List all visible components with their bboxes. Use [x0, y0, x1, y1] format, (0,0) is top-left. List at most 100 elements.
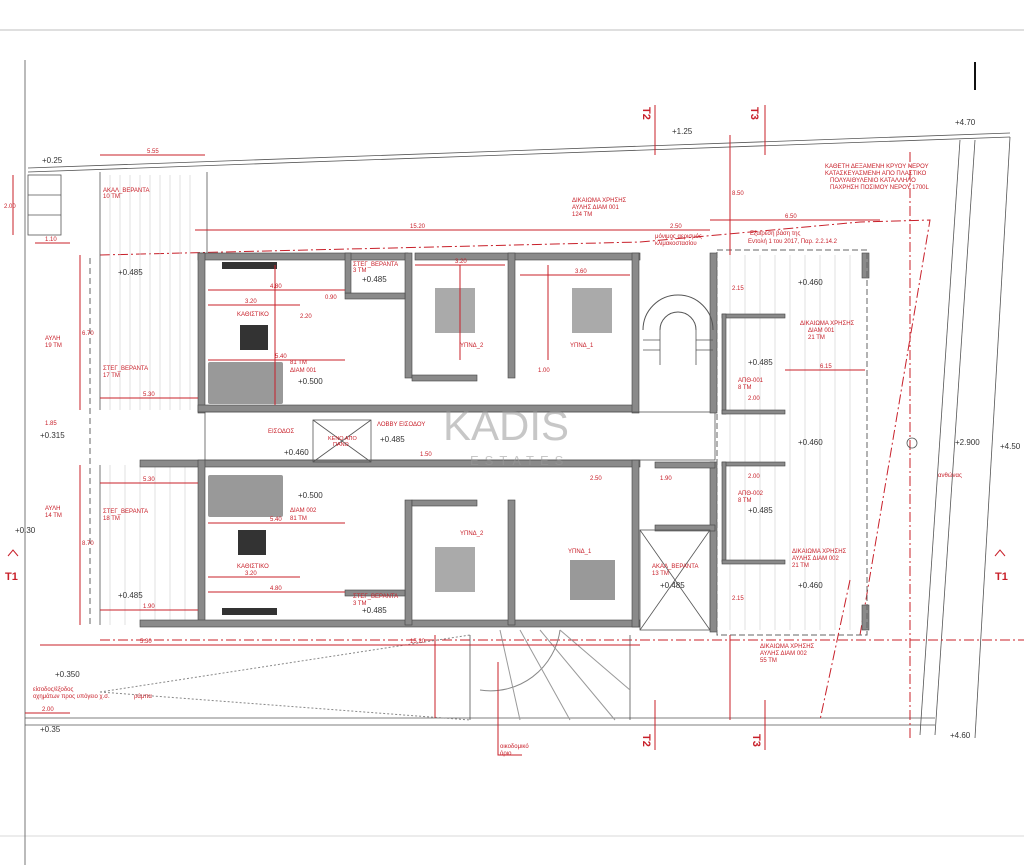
- svg-text:19 ΤΜ: 19 ΤΜ: [45, 343, 62, 349]
- svg-text:2.15: 2.15: [732, 596, 744, 602]
- level-veranda: +0.485: [362, 275, 387, 284]
- svg-text:2.15: 2.15: [732, 286, 744, 292]
- level-sw: +0.35: [40, 725, 61, 734]
- spiral-stair: [642, 294, 714, 365]
- svg-text:ΑΚΑΛ_ΒΕΡΑΝΤΑ: ΑΚΑΛ_ΒΕΡΑΝΤΑ: [652, 564, 698, 570]
- svg-text:2.00: 2.00: [42, 707, 54, 713]
- svg-text:όριο: όριο: [500, 750, 512, 757]
- svg-text:81 ΤΜ: 81 ΤΜ: [290, 516, 307, 522]
- svg-text:ΣΤΕΓ_ΒΕΡΑΝΤΑ: ΣΤΕΓ_ΒΕΡΑΝΤΑ: [103, 509, 148, 515]
- level-storage: +0.485: [748, 358, 773, 367]
- svg-text:3 ΤΜ: 3 ΤΜ: [353, 601, 367, 607]
- level-ne: +4.70: [955, 118, 976, 127]
- svg-text:3.20: 3.20: [245, 571, 257, 577]
- svg-text:8 ΤΜ: 8 ΤΜ: [738, 498, 752, 504]
- svg-text:17 ΤΜ: 17 ΤΜ: [103, 373, 120, 379]
- svg-text:10 ΤΜ: 10 ΤΜ: [103, 194, 120, 200]
- patio-dashed: [716, 249, 868, 636]
- svg-text:5.55: 5.55: [147, 149, 159, 155]
- svg-text:ΚΑΘΕΤΗ ΔΕΞΑΜΕΝΗ ΚΡΥΟΥ ΝΕΡΟΥ: ΚΑΘΕΤΗ ΔΕΞΑΜΕΝΗ ΚΡΥΟΥ ΝΕΡΟΥ: [825, 164, 929, 170]
- svg-text:3 ΤΜ: 3 ΤΜ: [353, 268, 367, 274]
- section-arrow-icon: [7, 549, 19, 557]
- svg-text:4.80: 4.80: [270, 586, 282, 592]
- svg-text:KADIS: KADIS: [443, 402, 569, 449]
- section-t1-left: T1: [5, 571, 18, 583]
- dimension-lines: [12, 135, 911, 756]
- svg-text:1.90: 1.90: [143, 604, 155, 610]
- sofa-icon: [208, 362, 283, 404]
- level-ramp: +0.350: [55, 670, 80, 679]
- level-east: +4.50: [1000, 442, 1021, 451]
- svg-text:3.20: 3.20: [245, 299, 257, 305]
- level-se: +4.60: [950, 731, 971, 740]
- svg-text:ΔΙΑΜ 001: ΔΙΑΜ 001: [290, 368, 317, 374]
- svg-text:1.50: 1.50: [420, 452, 432, 458]
- level-markers: +0.25 +1.25 +4.70 +0.485 +0.485 +0.500 +…: [15, 118, 1021, 740]
- stair-box: [27, 174, 62, 236]
- svg-text:ΔΙΚΑΙΩΜΑ ΧΡΗΣΗΣ: ΔΙΚΑΙΩΜΑ ΧΡΗΣΗΣ: [792, 549, 847, 555]
- level-corridor-left: +0.315: [40, 431, 65, 440]
- level-veranda: +0.485: [118, 268, 143, 277]
- svg-text:81 ΤΜ: 81 ΤΜ: [290, 360, 307, 366]
- dimension-labels: 5.55 2.00 1.10 15.20 2.50 6.50 8.50 6.70…: [4, 149, 832, 713]
- svg-text:2.00: 2.00: [4, 204, 16, 210]
- svg-text:ΣΤΕΓ_ΒΕΡΑΝΤΑ: ΣΤΕΓ_ΒΕΡΑΝΤΑ: [353, 594, 398, 600]
- svg-text:2.00: 2.00: [748, 474, 760, 480]
- svg-text:είσοδος/έξοδος: είσοδος/έξοδος: [33, 686, 73, 693]
- level-veranda-4: +0.485: [660, 581, 685, 590]
- svg-text:ΚΕΝΟ ΑΠΟ: ΚΕΝΟ ΑΠΟ: [328, 436, 357, 442]
- sofa-icon-2: [208, 475, 283, 517]
- lobby-label: ΛΟΒΒΥ ΕΙΣΟΔΟΥ: [377, 422, 425, 428]
- level-planter: +2.900: [955, 438, 980, 447]
- section-t1-right: T1: [995, 571, 1008, 583]
- svg-text:2.00: 2.00: [748, 396, 760, 402]
- level-patio: +0.460: [798, 438, 823, 447]
- svg-text:1.90: 1.90: [660, 476, 672, 482]
- svg-text:1.10: 1.10: [45, 237, 57, 243]
- walls-right-block: [654, 252, 870, 633]
- bed-icon: [435, 288, 475, 333]
- svg-text:ΥΠΝΔ_2: ΥΠΝΔ_2: [460, 343, 484, 349]
- svg-text:ΚΑΘΙΣΤΙΚΟ: ΚΑΘΙΣΤΙΚΟ: [237, 564, 269, 570]
- svg-text:2.50: 2.50: [670, 224, 682, 230]
- bed-icon-2: [572, 288, 612, 333]
- furniture: [208, 262, 615, 615]
- svg-text:6.70: 6.70: [82, 331, 94, 337]
- svg-text:55 ΤΜ: 55 ΤΜ: [760, 658, 777, 664]
- dim-090: 0.90: [325, 295, 337, 301]
- svg-text:ράμπα: ράμπα: [134, 693, 152, 700]
- svg-text:ΥΠΝΔ_2: ΥΠΝΔ_2: [460, 531, 484, 537]
- svg-text:1.00: 1.00: [538, 368, 550, 374]
- section-t2-bottom: T2: [640, 734, 652, 747]
- svg-text:κλιμακοστασίου: κλιμακοστασίου: [655, 241, 697, 247]
- svg-text:4.80: 4.80: [270, 284, 282, 290]
- bed-icon-3: [435, 547, 475, 592]
- svg-text:8.50: 8.50: [732, 191, 744, 197]
- svg-text:ΑΥΛΗΣ ΔΙΑΜ 002: ΑΥΛΗΣ ΔΙΑΜ 002: [760, 651, 808, 657]
- tv-icon-2: [238, 530, 266, 555]
- svg-text:18 ΤΜ: 18 ΤΜ: [103, 516, 120, 522]
- svg-text:ΑΚΑΛ_ΒΕΡΑΝΤΑ: ΑΚΑΛ_ΒΕΡΑΝΤΑ: [103, 188, 149, 194]
- section-arrow-icon: [994, 549, 1006, 557]
- level-veranda-3: +0.485: [362, 606, 387, 615]
- svg-text:3.60: 3.60: [575, 269, 587, 275]
- svg-text:ΣΤΕΓ_ΒΕΡΑΝΤΑ: ΣΤΕΓ_ΒΕΡΑΝΤΑ: [353, 262, 398, 268]
- svg-text:13 ΤΜ: 13 ΤΜ: [652, 571, 669, 577]
- svg-text:ΑΥΛΗΣ ΔΙΑΜ 002: ΑΥΛΗΣ ΔΙΑΜ 002: [792, 556, 840, 562]
- svg-text:ανθώνας: ανθώνας: [938, 473, 962, 479]
- section-t3-bottom: T3: [750, 734, 762, 747]
- svg-text:2.50: 2.50: [590, 476, 602, 482]
- svg-text:21 ΤΜ: 21 ΤΜ: [808, 335, 825, 341]
- level-top-mid: +1.25: [672, 127, 693, 136]
- svg-text:8 ΤΜ: 8 ΤΜ: [738, 385, 752, 391]
- svg-text:6.50: 6.50: [785, 214, 797, 220]
- svg-text:ΑΥΛΗ: ΑΥΛΗ: [45, 506, 60, 512]
- level-left: +0.30: [15, 526, 36, 535]
- level-patio-2: +0.460: [798, 581, 823, 590]
- svg-text:21 ΤΜ: 21 ΤΜ: [792, 563, 809, 569]
- svg-text:οικοδομικό: οικοδομικό: [500, 743, 529, 750]
- svg-text:ΣΤΕΓ_ΒΕΡΑΝΤΑ: ΣΤΕΓ_ΒΕΡΑΝΤΑ: [103, 366, 148, 372]
- svg-text:ESTATES: ESTATES: [470, 453, 569, 468]
- svg-text:ΔΙΑΜ 001: ΔΙΑΜ 001: [808, 328, 835, 334]
